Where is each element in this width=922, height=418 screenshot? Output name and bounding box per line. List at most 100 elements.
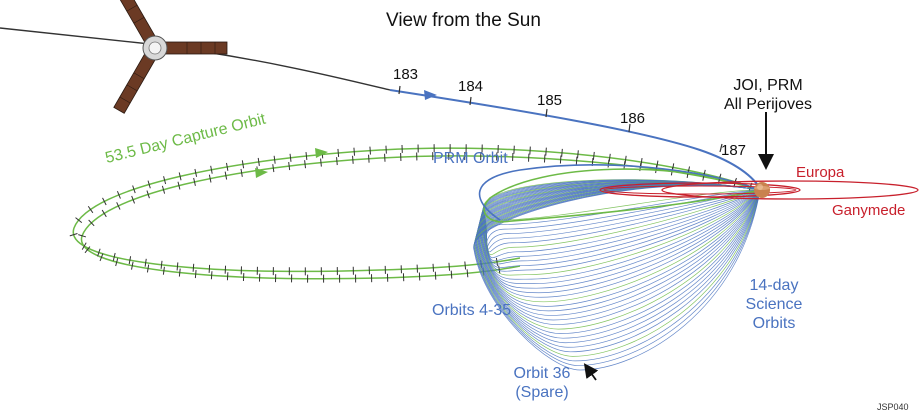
capture-orbit-tick bbox=[194, 270, 197, 279]
science-orbit-line bbox=[475, 184, 761, 334]
capture-orbit-tick bbox=[369, 146, 371, 155]
capture-orbit-tick bbox=[112, 252, 116, 261]
capture-direction-arrow-1 bbox=[315, 148, 328, 158]
capture-orbit-tick bbox=[78, 234, 87, 238]
capture-orbit-tick bbox=[102, 197, 107, 206]
capture-orbit-tick bbox=[193, 177, 196, 186]
joi-label-line: All Perijoves bbox=[723, 96, 813, 113]
capture-orbit-tick bbox=[101, 209, 107, 218]
approach-direction-arrow bbox=[424, 90, 437, 100]
capture-orbit-tick bbox=[368, 154, 370, 163]
capture-orbit-tick bbox=[353, 147, 356, 156]
science-orbits bbox=[473, 168, 761, 371]
science-orbit-line bbox=[476, 183, 761, 321]
capture-orbit-tick bbox=[592, 151, 595, 160]
figure-code: JSP040 bbox=[877, 402, 909, 412]
capture-orbit-tick bbox=[128, 256, 132, 265]
orbits-4-35-label: Orbits 4-35 bbox=[432, 302, 512, 319]
science-label-line: 14-day bbox=[749, 277, 799, 294]
capture-orbit-tick bbox=[257, 157, 260, 166]
capture-orbit-tick bbox=[240, 168, 243, 177]
capture-orbit-tick bbox=[84, 246, 91, 254]
capture-orbit-tick bbox=[161, 185, 166, 194]
capture-orbit-tick bbox=[464, 261, 467, 270]
capture-orbit-tick bbox=[289, 153, 292, 162]
day-tick-label: 184 bbox=[458, 78, 484, 95]
capture-orbit-tick bbox=[210, 165, 213, 174]
prm-orbit-label: PRM Orbit bbox=[433, 150, 508, 167]
prm-orbit bbox=[478, 164, 761, 221]
ganymede-orbit bbox=[661, 180, 919, 200]
science-orbit-line bbox=[478, 182, 761, 289]
science-orbit-line bbox=[482, 180, 761, 250]
capture-orbit-tick bbox=[655, 165, 658, 174]
capture-orbit-tick bbox=[178, 268, 181, 277]
capture-orbit-tick bbox=[352, 155, 354, 164]
science-orbit-line bbox=[478, 183, 761, 298]
capture-orbit-tick bbox=[686, 169, 689, 178]
capture-orbit-tick bbox=[192, 263, 195, 272]
capture-orbit-tick bbox=[498, 265, 501, 274]
capture-orbit-tick bbox=[575, 156, 578, 165]
capture-orbit-tick bbox=[87, 205, 94, 214]
capture-orbit-tick bbox=[146, 264, 150, 273]
capture-orbit-tick bbox=[241, 160, 245, 169]
capture-orbit-tick bbox=[88, 219, 95, 227]
science-orbit-line bbox=[474, 184, 761, 353]
science-orbit-line bbox=[481, 181, 761, 262]
europa-orbit-inner bbox=[603, 185, 797, 195]
capture-orbit-tick bbox=[608, 153, 611, 162]
capture-orbit-tick bbox=[226, 162, 229, 171]
capture-orbit-tick bbox=[132, 185, 136, 194]
capture-orbit-tick bbox=[147, 180, 151, 189]
arrow-pointer-icon bbox=[583, 363, 599, 381]
capture-orbit-tick bbox=[304, 160, 306, 169]
approach-trajectory-black bbox=[0, 27, 391, 91]
science-orbit-line bbox=[473, 184, 761, 366]
orbit-36-label: Orbit 36 (Spare) bbox=[502, 364, 582, 402]
science-orbit-line bbox=[473, 185, 761, 371]
science-label-line: Science bbox=[745, 296, 803, 313]
capture-orbit-tick bbox=[224, 171, 228, 180]
science-orbit-line bbox=[481, 181, 761, 259]
capture-orbit-tick bbox=[466, 269, 469, 278]
science-label-line: Orbits bbox=[752, 315, 796, 332]
capture-orbit-tick bbox=[559, 155, 562, 164]
capture-orbit-tick bbox=[75, 217, 83, 224]
approach-trajectory-blue bbox=[389, 89, 761, 189]
juno-spacecraft-icon bbox=[113, 0, 228, 114]
capture-orbit-tick bbox=[81, 242, 87, 250]
capture-orbit-tick bbox=[305, 151, 308, 161]
day-ticks bbox=[398, 85, 723, 153]
capture-orbit-tick bbox=[162, 266, 165, 275]
diagram-title: View from the Sun bbox=[386, 10, 541, 31]
capture-orbit-tick bbox=[607, 159, 610, 168]
science-orbits-label: 14-day Science Orbits bbox=[734, 276, 814, 333]
orbit-36-label-line: Orbit 36 bbox=[513, 365, 571, 382]
day-tick-label: 186 bbox=[620, 110, 646, 127]
science-orbit-line bbox=[477, 183, 761, 312]
science-orbit-line bbox=[481, 181, 761, 256]
science-orbit-line bbox=[477, 183, 761, 316]
science-orbit-line bbox=[479, 182, 761, 285]
europa-label: Europa bbox=[796, 164, 845, 181]
capture-orbit bbox=[72, 147, 761, 280]
science-orbits-rim bbox=[483, 168, 761, 223]
capture-orbit-tick bbox=[115, 258, 119, 267]
science-orbit-line bbox=[474, 184, 761, 362]
capture-orbit-tick bbox=[450, 270, 453, 279]
capture-orbit-ticks bbox=[69, 144, 753, 283]
jupiter-planet-icon bbox=[754, 182, 770, 198]
capture-orbit-tick bbox=[163, 176, 167, 185]
day-tick-label: 185 bbox=[537, 92, 563, 109]
capture-orbit-tick bbox=[69, 233, 78, 237]
science-orbit-line bbox=[478, 183, 761, 294]
capture-orbit-tick bbox=[176, 262, 179, 271]
science-orbit-line bbox=[474, 184, 761, 357]
capture-orbit-tick bbox=[116, 190, 121, 199]
capture-orbit-tick bbox=[97, 248, 101, 257]
capture-orbit-tick bbox=[99, 253, 104, 262]
capture-orbit-tick bbox=[577, 150, 579, 159]
capture-orbit-tick bbox=[448, 262, 451, 271]
